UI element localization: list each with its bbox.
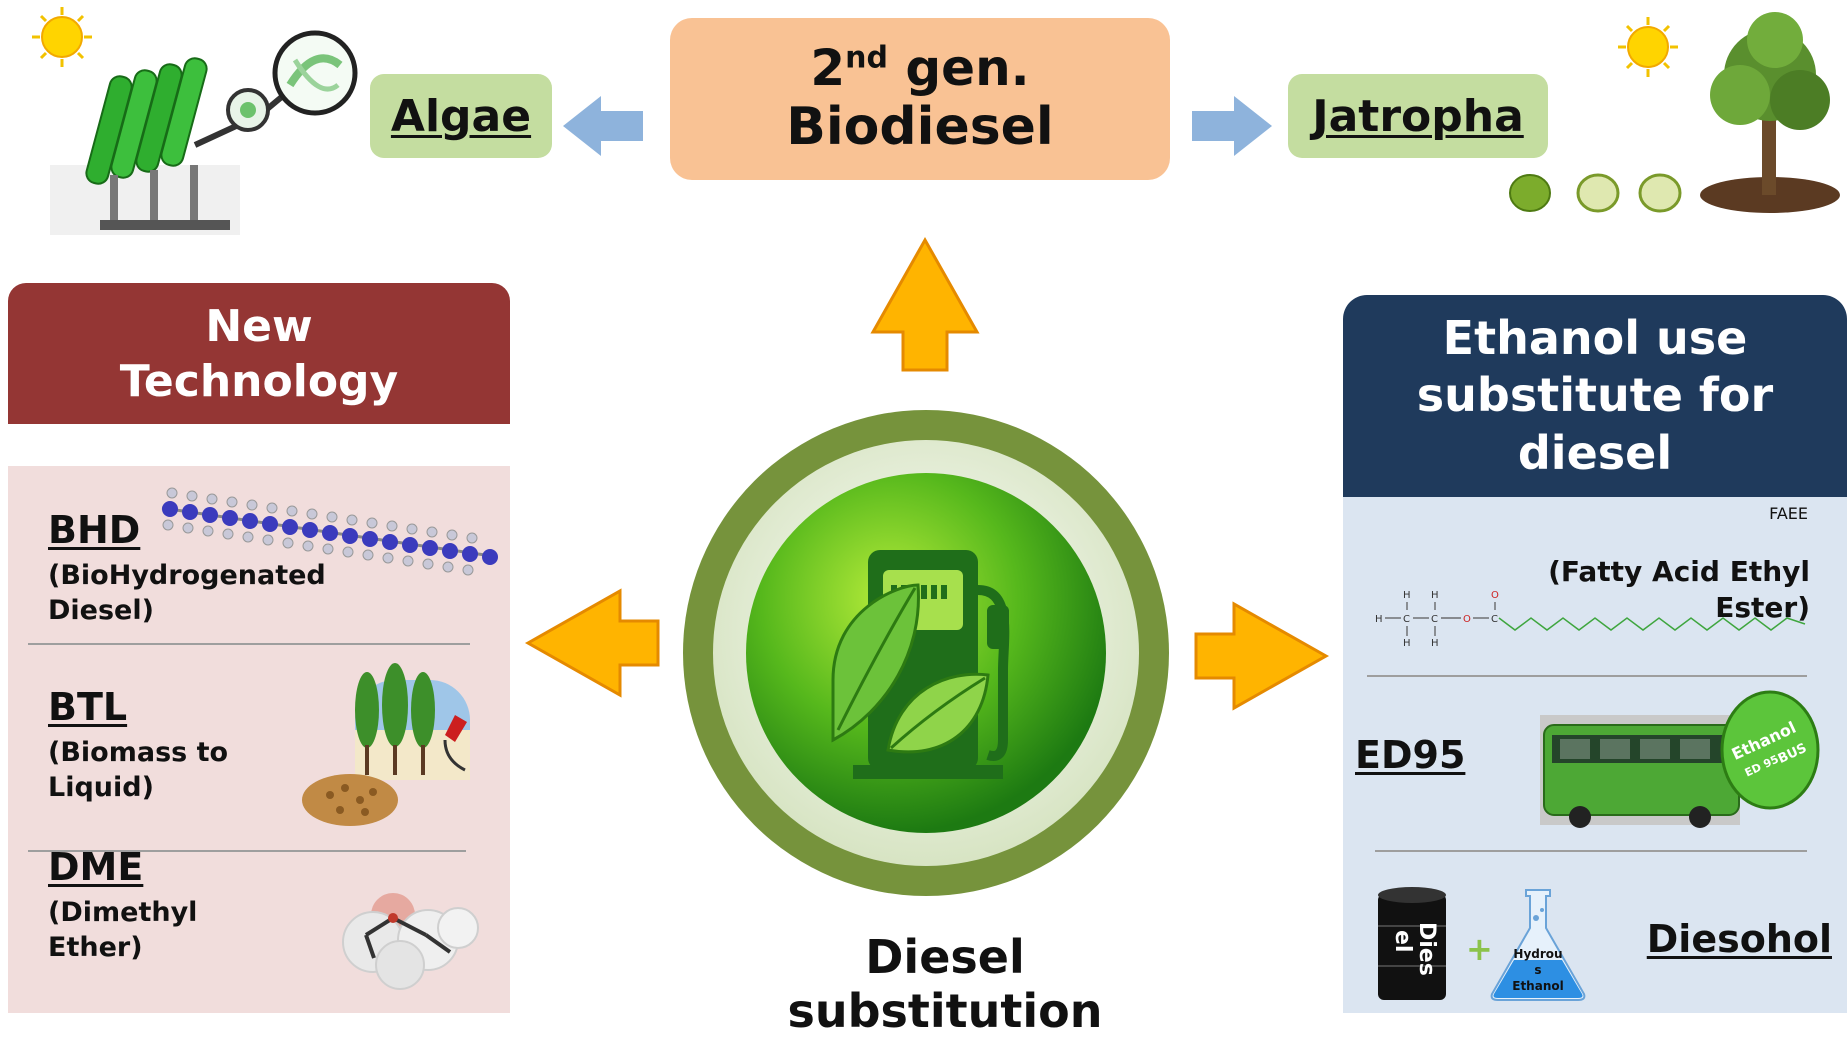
btl-subtitle: (Biomass to Liquid) xyxy=(48,737,229,804)
arrow-left-blue-icon xyxy=(563,96,643,160)
ed95-title: ED95 xyxy=(1355,733,1466,777)
diesel-substitution-caption: Diesel substitution xyxy=(787,930,1103,1038)
algae-label: Algae xyxy=(390,90,532,142)
algae-label-box: Algae xyxy=(370,74,552,158)
svg-text:H: H xyxy=(1403,590,1411,601)
ed95-bus-icon: Ethanol ED 95 BUS xyxy=(1540,685,1820,834)
faee-title: FAEE xyxy=(1769,504,1808,523)
hydrous-ethanol-flask-icon: Hydrou s Ethanol xyxy=(1488,888,1588,1006)
svg-text:O: O xyxy=(1463,614,1471,625)
btl-biomass-icon xyxy=(295,660,475,834)
dme-item: DME (Dimethyl Ether) xyxy=(48,845,298,965)
dme-title: DME xyxy=(48,845,144,889)
biodiesel-title: Biodiesel xyxy=(786,96,1054,157)
dme-molecule-icon xyxy=(338,880,488,994)
svg-text:H: H xyxy=(1431,638,1439,649)
jatropha-label: Jatropha xyxy=(1312,90,1524,142)
jatropha-label-box: Jatropha xyxy=(1288,74,1548,158)
arrow-right-orange-icon xyxy=(1194,601,1330,712)
svg-text:C: C xyxy=(1403,614,1410,625)
barrel-text-1: Dies xyxy=(1414,922,1439,976)
algae-illustration xyxy=(20,5,358,245)
svg-text:H: H xyxy=(1431,590,1439,601)
svg-text:H: H xyxy=(1375,614,1383,625)
diesel-barrel-icon: Dies el xyxy=(1378,886,1448,1010)
arrow-up-orange-icon xyxy=(870,236,980,374)
faee-subtitle: (Fatty Acid Ethyl Ester) xyxy=(1548,555,1810,625)
svg-text:H: H xyxy=(1403,638,1411,649)
bhd-title: BHD xyxy=(48,508,141,552)
flask-text-3: Ethanol xyxy=(1512,979,1563,993)
green-fuel-pump-icon xyxy=(683,410,1169,900)
divider xyxy=(1375,850,1807,852)
divider xyxy=(28,850,466,852)
arrow-left-orange-icon xyxy=(524,588,660,699)
svg-text:O: O xyxy=(1491,590,1499,601)
ethanol-substitute-header: Ethanol use substitute for diesel xyxy=(1343,295,1847,497)
bhd-item: BHD (BioHydrogenated Diesel) xyxy=(48,508,368,628)
bhd-molecule-icon xyxy=(152,487,502,582)
divider xyxy=(28,643,470,645)
sun-icon xyxy=(1618,17,1678,77)
second-gen-title: 2nd gen. xyxy=(810,39,1030,98)
arrow-right-blue-icon xyxy=(1192,96,1272,160)
bhd-subtitle: (BioHydrogenated Diesel) xyxy=(48,560,326,627)
flask-text-1: Hydrou xyxy=(1513,947,1562,961)
faee-structure-icon: H H H H H C C O C O xyxy=(1375,590,1815,654)
barrel-text-2: el xyxy=(1390,930,1415,952)
flask-text-2: s xyxy=(1534,963,1541,977)
svg-text:C: C xyxy=(1491,614,1498,625)
btl-item: BTL (Biomass to Liquid) xyxy=(48,685,308,805)
svg-text:C: C xyxy=(1431,614,1438,625)
diesohol-title: Diesohol xyxy=(1646,917,1832,961)
dme-subtitle: (Dimethyl Ether) xyxy=(48,897,198,964)
second-gen-biodiesel-box: 2nd gen. Biodiesel xyxy=(670,18,1170,180)
btl-title: BTL xyxy=(48,685,128,729)
plus-icon: + xyxy=(1466,930,1493,968)
jatropha-illustration xyxy=(1500,5,1840,225)
new-technology-header: New Technology xyxy=(8,283,510,424)
sun-icon xyxy=(32,7,92,67)
divider xyxy=(1367,675,1807,677)
